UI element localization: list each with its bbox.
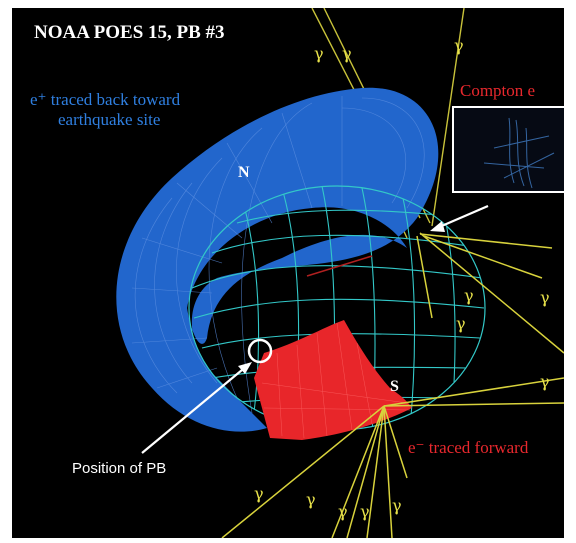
electron-band-mesh: [261, 322, 411, 439]
compton-label: Compton e: [460, 81, 536, 100]
figure-title: NOAA POES 15, PB #3: [34, 22, 225, 43]
compton-arrow-icon: [430, 204, 489, 232]
gamma-symbol: γ: [306, 490, 316, 509]
positron-label-line-1: e⁺ traced back toward: [30, 90, 181, 109]
gamma-symbol: γ: [540, 288, 550, 307]
positron-band: [116, 87, 439, 432]
internal-track: [306, 255, 373, 277]
gamma-symbol: γ: [342, 44, 352, 63]
gamma-symbol: γ: [464, 286, 474, 305]
pointer-arrow-icon: [141, 362, 252, 454]
gamma-ray-lines-front: [221, 232, 564, 538]
gamma-symbol: γ: [360, 502, 370, 521]
south-pole-label: S: [390, 378, 399, 395]
inset-photo-icon: [452, 106, 564, 193]
gamma-symbol: γ: [392, 496, 402, 515]
gamma-symbol: γ: [338, 502, 348, 521]
inset-photo-graphic: [483, 117, 555, 189]
gamma-symbol: γ: [456, 314, 466, 333]
trajectory-scene: [116, 8, 564, 538]
pb-position-circle-icon: [247, 338, 273, 364]
gamma-symbol: γ: [254, 484, 264, 503]
gamma-symbol: γ: [454, 36, 464, 55]
gamma-symbol: γ: [314, 44, 324, 63]
positron-label-line-2: earthquake site: [58, 110, 161, 129]
positron-label: e⁺ traced back toward earthquake site: [30, 90, 180, 130]
north-pole-label: N: [238, 164, 250, 181]
electron-label: e⁻ traced forward: [408, 438, 529, 457]
gamma-symbol: γ: [540, 372, 550, 391]
electron-band: [254, 320, 412, 440]
position-pb-label: Position of PB: [72, 460, 167, 477]
figure-panel: NOAA POES 15, PB #3 e⁺ traced back towar…: [12, 8, 564, 538]
